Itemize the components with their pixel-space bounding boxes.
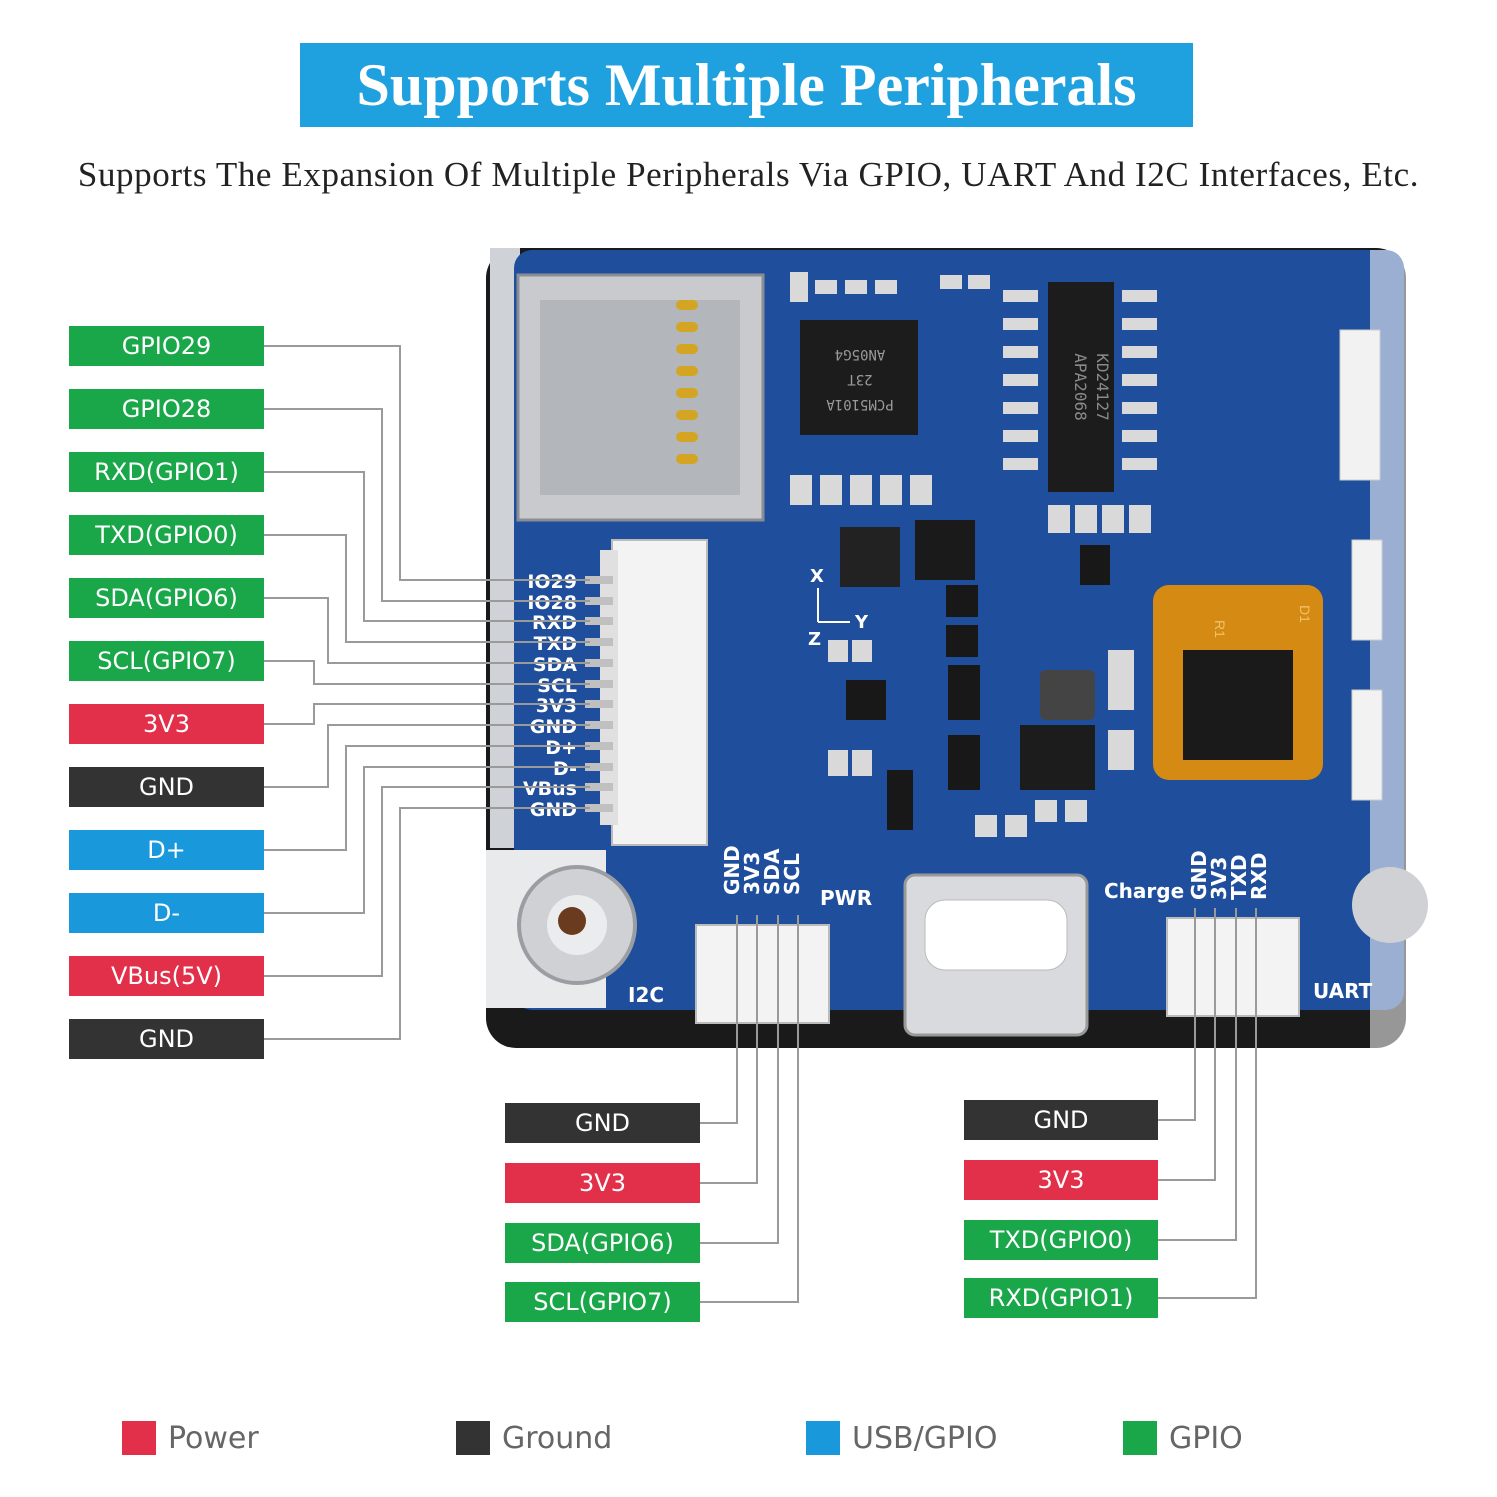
chip-imu (840, 527, 900, 587)
silk-vbus: VBus (523, 778, 577, 800)
i2c-label-scl: SCL(GPIO7) (505, 1282, 700, 1322)
i2c-silkscreen: GND 3V3 SDA SCL I2C PWR (628, 845, 872, 1007)
chip-small (915, 520, 975, 580)
uart-connector (1166, 917, 1300, 1017)
sd-contacts (676, 300, 698, 464)
pin-label-gnd: GND (69, 767, 264, 807)
silk-3v3: 3V3 (536, 695, 577, 717)
d1-label: D1 (1297, 605, 1313, 623)
legend-power-label: Power (168, 1420, 259, 1456)
silk-i2c-sda: SDA (760, 848, 784, 895)
pin-label-txd: TXD(GPIO0) (69, 515, 264, 555)
silk-i2c-scl: SCL (780, 853, 804, 895)
silk-dminus: D- (553, 758, 577, 780)
uart-label-gnd: GND (964, 1100, 1158, 1140)
pwr-label: PWR (820, 886, 872, 910)
silk-uart-gnd: GND (1187, 850, 1211, 900)
legend-gpio: GPIO (1123, 1420, 1243, 1456)
header-silkscreen: IO29 IO28 RXD TXD SDA SCL 3V3 GND D+ D- … (523, 571, 577, 821)
silk-sda: SDA (533, 654, 577, 676)
silk-gnd: GND (530, 716, 577, 738)
pin-label-dminus: D- (69, 893, 264, 933)
axis-y-label: Y (854, 612, 869, 633)
chip-crystal (1040, 670, 1095, 720)
legend-power: Power (122, 1420, 259, 1456)
sd-slot-inner (540, 300, 740, 495)
legend-gpio-swatch (1123, 1421, 1157, 1455)
chip-pcm5101a (800, 320, 918, 435)
uart-label-rxd: RXD(GPIO1) (964, 1278, 1158, 1318)
legend-ground: Ground (456, 1420, 612, 1456)
silk-txd: TXD (534, 633, 577, 655)
pin-label-gpio29: GPIO29 (69, 326, 264, 366)
pin-label-gnd-2: GND (69, 1019, 264, 1059)
page-title: Supports Multiple Peripherals (356, 51, 1137, 118)
pin-label-gpio28: GPIO28 (69, 389, 264, 429)
legend-gpio-label: GPIO (1169, 1420, 1243, 1456)
silk-i2c-gnd: GND (720, 845, 744, 895)
chip-apa2068 (1048, 282, 1114, 492)
chip2-marking-2: KD24127 (1093, 353, 1112, 420)
charge-label: Charge (1104, 879, 1184, 903)
legend-power-swatch (122, 1421, 156, 1455)
silk-uart-rxd: RXD (1247, 853, 1271, 900)
uart-wires (1158, 908, 1257, 1299)
legend-usb-gpio: USB/GPIO (806, 1420, 998, 1456)
left-wires (264, 345, 590, 1040)
chip1-marking: PCM5101A (826, 396, 894, 412)
legend-ground-swatch (456, 1421, 490, 1455)
silk-rxd: RXD (532, 612, 577, 634)
chip2-marking: APA2068 (1071, 353, 1090, 420)
pin-label-dplus: D+ (69, 830, 264, 870)
uart-silkscreen: GND 3V3 TXD RXD UART Charge (1104, 850, 1373, 1003)
silk-io29: IO29 (527, 571, 577, 593)
i2c-label-gnd: GND (505, 1103, 700, 1143)
title-banner: Supports Multiple Peripherals (300, 43, 1193, 127)
pin-label-rxd: RXD(GPIO1) (69, 452, 264, 492)
screw-hole (558, 907, 586, 935)
i2c-label-3v3: 3V3 (505, 1163, 700, 1203)
pin-label-sda: SDA(GPIO6) (69, 578, 264, 618)
legend-usb-gpio-swatch (806, 1421, 840, 1455)
transistors (846, 545, 1110, 830)
i2c-connector (695, 924, 830, 1024)
silk-scl: SCL (537, 675, 577, 697)
mounting-standoff-2 (1352, 867, 1428, 943)
pin-header-connector (611, 539, 708, 846)
axis-z-label: Z (808, 629, 821, 650)
legend-usb-gpio-label: USB/GPIO (852, 1420, 998, 1456)
passive-components (790, 272, 1157, 837)
page-subtitle: Supports The Expansion Of Multiple Perip… (77, 155, 1420, 194)
pin-label-vbus: VBus(5V) (69, 956, 264, 996)
i2c-label-sda: SDA(GPIO6) (505, 1223, 700, 1263)
chip-pmic (1020, 725, 1095, 790)
uart-label-txd: TXD(GPIO0) (964, 1220, 1158, 1260)
silk-i2c-3v3: 3V3 (740, 852, 764, 895)
silk-uart-3v3: 3V3 (1207, 857, 1231, 900)
chip1-marking-2: 23T (847, 371, 873, 387)
i2c-label: I2C (628, 983, 664, 1007)
pin-label-scl: SCL(GPIO7) (69, 641, 264, 681)
side-connectors (1339, 329, 1383, 801)
header-pins (585, 576, 613, 812)
uart-label: UART (1313, 979, 1373, 1003)
silk-io28: IO28 (527, 592, 577, 614)
usb-c-opening (924, 899, 1068, 971)
i2c-wires (700, 915, 799, 1303)
chip1-marking-3: AN05G4 (835, 346, 886, 362)
axis-x-label: X (810, 566, 824, 587)
mcu-chip (1183, 650, 1293, 760)
pin-label-3v3: 3V3 (69, 704, 264, 744)
imu-axis-marks: X Y Z (808, 566, 869, 650)
silk-dplus: D+ (545, 737, 577, 759)
silk-uart-txd: TXD (1227, 854, 1251, 900)
r1-label: R1 (1212, 620, 1228, 638)
legend-ground-label: Ground (502, 1420, 613, 1456)
silk-gnd-2: GND (530, 799, 577, 821)
uart-label-3v3: 3V3 (964, 1160, 1158, 1200)
